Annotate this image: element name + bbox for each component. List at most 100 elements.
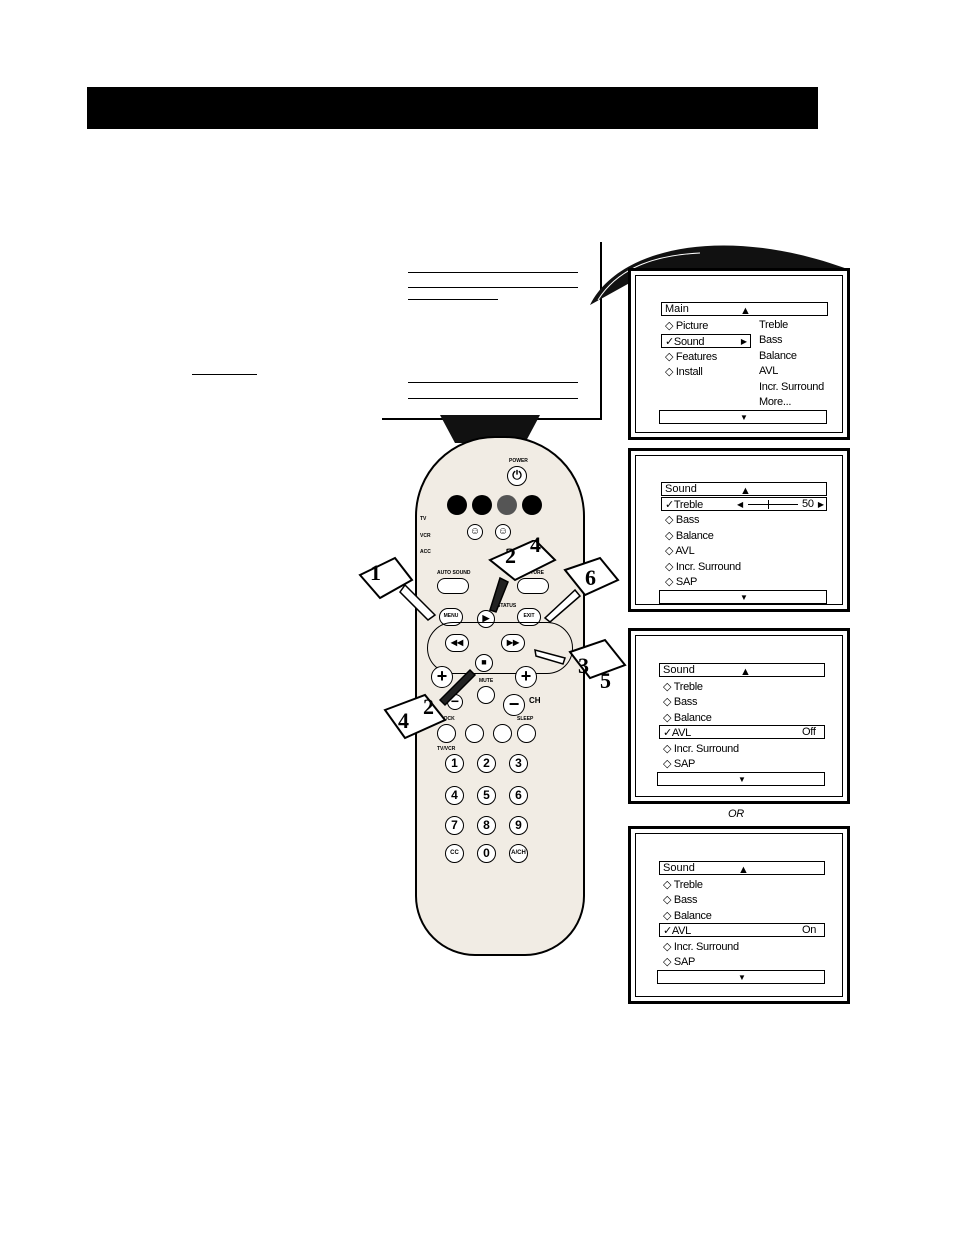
power-button[interactable]: ⏻ [507,466,527,486]
tv-vcr-label: TV/VCR [437,746,456,752]
menu-item-treble-selected[interactable]: ✓Treble ◀ 50 ▶ [661,497,827,511]
fast-forward-button[interactable]: ▶▶ [501,634,525,652]
menu-item-bass[interactable]: ◇ Bass [663,696,698,708]
menu-item-avl-selected[interactable]: ✓AVL On [659,923,825,937]
submenu-item: AVL [759,365,779,377]
menu-item-treble[interactable]: ◇ Treble [663,681,703,693]
cc-button[interactable]: CC [445,844,464,863]
menu-item-sap[interactable]: ◇ SAP [665,576,698,588]
menu-title-bar: Sound ▲ [659,861,825,876]
submenu-item: Balance [759,350,797,362]
up-arrow-icon: ▲ [740,666,751,678]
submenu-item: Incr. Surround [759,381,824,393]
up-arrow-icon: ▲ [740,305,751,317]
menu-item-balance[interactable]: ◇ Balance [665,530,714,542]
nav-ring [427,622,573,674]
smiley-button[interactable]: ☺ [467,524,483,540]
menu-footer-bar: ▼ [657,772,825,786]
menu-item-bass[interactable]: ◇ Bass [665,514,700,526]
step-number: 5 [600,668,611,693]
step-number: 2 [505,543,516,568]
down-arrow-icon: ▼ [740,593,748,602]
mode-label-tv: TV [420,516,427,522]
mute-label: MUTE [479,678,494,684]
step-number: 2 [423,694,434,719]
menu-item-balance[interactable]: ◇ Balance [663,712,712,724]
submenu-item: Bass [759,334,783,346]
color-button[interactable] [472,495,492,515]
function-button[interactable] [493,724,512,743]
step-number: 4 [530,532,541,557]
stop-button[interactable]: ■ [475,654,493,672]
color-button[interactable] [447,495,467,515]
callout-rule [408,299,498,300]
submenu-item: Treble [759,319,788,331]
volume-up-button[interactable]: + [431,666,453,688]
menu-item-sap[interactable]: ◇ SAP [663,956,696,968]
menu-item-balance[interactable]: ◇ Balance [663,910,712,922]
underline [192,374,257,375]
step-number: 6 [585,565,596,590]
menu-item-incr-surround[interactable]: ◇ Incr. Surround [663,941,739,953]
treble-slider[interactable] [748,504,798,505]
auto-sound-label: AUTO SOUND [437,570,471,576]
number-button-9[interactable]: 9 [509,816,528,835]
clock-label: CLOCK [437,716,455,722]
callout-rule [408,287,578,288]
menu-button[interactable]: MENU [439,608,463,626]
submenu-item: More... [759,396,792,408]
menu-item-incr-surround[interactable]: ◇ Incr. Surround [665,561,741,573]
menu-item-picture[interactable]: ◇ Picture [665,320,709,332]
ach-button[interactable]: A/CH [509,844,528,863]
channel-down-button[interactable]: − [503,694,525,716]
menu-title-bar: Sound ▲ [661,482,827,497]
auto-picture-button[interactable] [517,578,549,594]
callout-rule [408,272,578,273]
number-button-0[interactable]: 0 [477,844,496,863]
menu-item-avl-selected[interactable]: ✓AVL Off [659,725,825,739]
menu-item-features[interactable]: ◇ Features [665,351,717,363]
number-button-4[interactable]: 4 [445,786,464,805]
menu-screen-avl-off: Sound ▲ ◇ Treble ◇ Bass ◇ Balance ✓AVL O… [628,628,850,804]
up-arrow-icon: ▲ [738,864,749,876]
sleep-button[interactable] [517,724,536,743]
number-button-6[interactable]: 6 [509,786,528,805]
menu-item-treble[interactable]: ◇ Treble [663,879,703,891]
number-button-7[interactable]: 7 [445,816,464,835]
play-button[interactable]: ▶ [477,610,495,628]
header-bar [87,87,818,129]
mode-label-vcr: VCR [420,533,431,539]
up-arrow-icon: ▲ [740,485,751,497]
status-label: STATUS [497,603,517,609]
menu-item-bass[interactable]: ◇ Bass [663,894,698,906]
menu-item-sap[interactable]: ◇ SAP [663,758,696,770]
exit-button[interactable]: EXIT [517,608,541,626]
number-button-1[interactable]: 1 [445,754,464,773]
number-button-2[interactable]: 2 [477,754,496,773]
function-button[interactable] [465,724,484,743]
step-number: 3 [578,653,589,678]
menu-item-avl[interactable]: ◇ AVL [665,545,695,557]
menu-item-install[interactable]: ◇ Install [665,366,703,378]
number-button-5[interactable]: 5 [477,786,496,805]
auto-sound-button[interactable] [437,578,469,594]
treble-value: 50 [802,498,814,510]
clock-button[interactable] [437,724,456,743]
mute-button[interactable] [477,686,495,704]
rewind-button[interactable]: ◀◀ [445,634,469,652]
number-button-3[interactable]: 3 [509,754,528,773]
color-button[interactable] [522,495,542,515]
slider-thumb[interactable] [768,500,769,509]
menu-title: Sound [663,664,695,676]
menu-item-sound-selected[interactable]: ✓Sound ▶ [661,334,751,348]
smiley-button[interactable]: ☺ [495,524,511,540]
channel-up-button[interactable]: + [515,666,537,688]
step-number: 1 [370,560,381,585]
power-label: POWER [509,458,528,464]
menu-item-incr-surround[interactable]: ◇ Incr. Surround [663,743,739,755]
color-button[interactable] [497,495,517,515]
number-button-8[interactable]: 8 [477,816,496,835]
down-arrow-icon: ▼ [738,973,746,982]
callout-rule [408,398,578,399]
avl-value: On [802,924,817,936]
